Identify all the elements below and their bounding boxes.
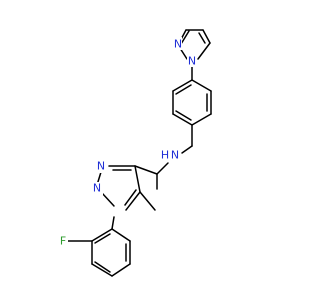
bond [191, 113, 212, 126]
bond [175, 110, 192, 121]
bond [156, 162, 169, 175]
bond [197, 42, 211, 60]
atom-label: F [60, 235, 66, 248]
atom-label: H [161, 149, 169, 162]
atom-label: N [188, 55, 196, 68]
bond [111, 228, 131, 242]
bond [111, 263, 131, 277]
atom-n-pyrazole-top-1: N [172, 37, 182, 51]
atom-n-amine: N [170, 148, 180, 162]
atom-h-amine: H [160, 148, 170, 162]
bond [94, 233, 111, 244]
bond [125, 191, 141, 211]
atom-n-pyrazole-top-2: N [187, 54, 197, 68]
atom-n-pyrazole-bottom-2: N [91, 182, 103, 195]
bond [139, 191, 156, 211]
bond [180, 30, 190, 45]
bond [134, 165, 158, 175]
bond [91, 263, 113, 277]
atom-label: N [93, 182, 101, 195]
bond [101, 192, 115, 207]
molecule-structure-diagram: N N N H N N F [58, 29, 212, 277]
bond [124, 189, 137, 206]
bond [134, 165, 141, 193]
bond [198, 32, 206, 44]
atom-label: N [174, 38, 182, 51]
bond [181, 145, 193, 154]
bond [202, 29, 211, 44]
atom-f: F [58, 234, 68, 248]
atom-label: N [97, 160, 105, 173]
bonds [65, 29, 212, 277]
bond [91, 228, 113, 242]
bond [191, 79, 212, 92]
atom-n-pyrazole-bottom-1: N [96, 160, 106, 173]
atom-labels: N N N H N N F [58, 37, 197, 248]
atom-label: N [171, 149, 179, 162]
bond [111, 216, 115, 230]
bond [172, 113, 193, 126]
bond [94, 261, 111, 273]
bond [172, 79, 193, 92]
bond [175, 84, 192, 95]
